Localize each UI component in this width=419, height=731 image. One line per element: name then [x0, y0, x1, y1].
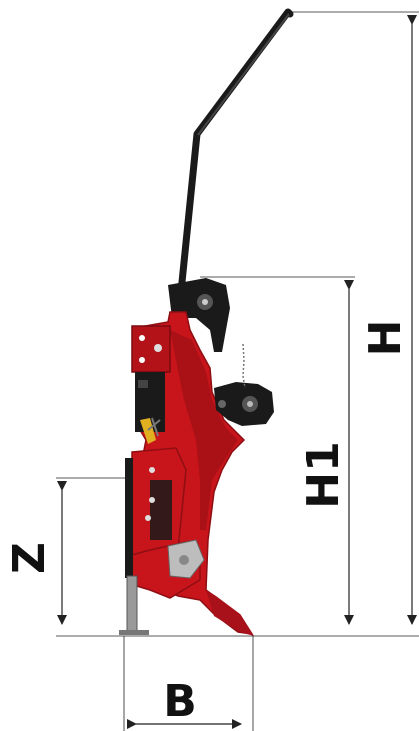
- support-stand: [119, 458, 149, 635]
- label-h1: H1: [298, 441, 349, 508]
- label-b: B: [163, 676, 197, 727]
- label-z: Z: [4, 542, 55, 574]
- pivot-bracket: [168, 278, 230, 352]
- label-h: H: [360, 320, 411, 357]
- dimension-lines: [56, 11, 419, 731]
- hydraulic-cylinder: [140, 418, 156, 444]
- machine-illustration: [119, 8, 294, 636]
- handle-bar: [177, 8, 294, 296]
